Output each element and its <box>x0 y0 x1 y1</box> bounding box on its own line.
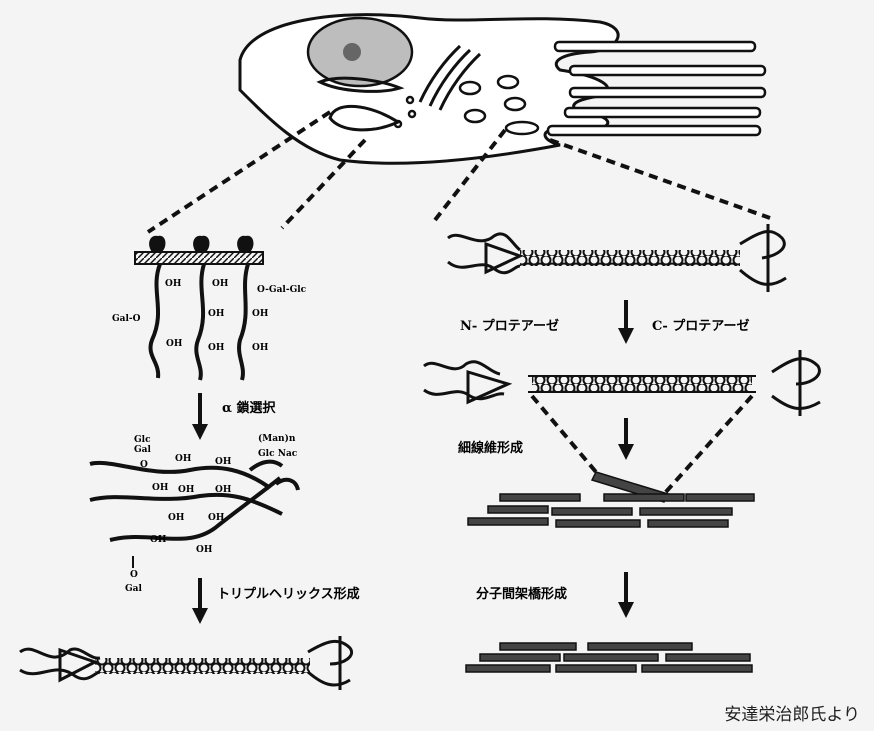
glc-label: Glc <box>134 435 151 445</box>
cell-membrane <box>240 15 618 163</box>
nucleolus <box>343 43 361 61</box>
oh-label: OH <box>196 545 213 555</box>
oh-label: OH <box>165 279 182 289</box>
oh-label: OH <box>208 513 225 523</box>
oh-label: OH <box>150 535 167 545</box>
oh-label: OH <box>252 309 269 319</box>
oh-label: OH <box>175 454 192 464</box>
arrow-fibril <box>618 418 634 460</box>
oh-label: OH <box>208 343 225 353</box>
zoom-lines-fibril <box>532 396 752 494</box>
helix-assembly <box>90 462 298 540</box>
fibril-formation-label: 細線維形成 <box>458 440 523 456</box>
gal-label: Gal <box>134 445 152 455</box>
o-label: O <box>130 570 138 580</box>
oh-label: OH <box>215 485 232 495</box>
step-chain-selection: α 鎖選択 <box>222 400 277 416</box>
cleaved-collagen <box>424 350 820 416</box>
credit-text: 安達栄治郎氏より <box>724 700 860 725</box>
crosslink-label: 分子間架橋形成 <box>476 586 567 602</box>
glcnac-label: Glc Nac <box>258 449 298 459</box>
gal-o-label: Gal-O <box>112 314 141 324</box>
c-protease-label: C- プロテアーゼ <box>652 318 750 334</box>
oh-label: OH <box>208 309 225 319</box>
crosslinked-fibrils <box>466 643 752 672</box>
man-label: (Man)n <box>258 433 296 444</box>
oh-label: OH <box>168 513 185 523</box>
cell <box>240 15 765 163</box>
er-membrane-with-chains <box>135 236 263 380</box>
o-gal-glc-label: O-Gal-Glc <box>257 285 307 295</box>
procollagen-molecule-right <box>448 224 786 292</box>
arrow-triple-helix <box>192 578 208 624</box>
step-triple-helix: トリプルヘリックス形成 <box>217 586 360 602</box>
fibril-stack <box>468 472 754 527</box>
oh-label: OH <box>215 457 232 467</box>
oh-label: OH <box>212 279 229 289</box>
procollagen-molecule-left <box>20 636 352 690</box>
oh-label: OH <box>152 483 169 493</box>
oh-label: OH <box>178 485 195 495</box>
arrow-protease <box>618 300 634 344</box>
o-label: O <box>140 460 148 470</box>
n-protease-label: N- プロテアーゼ <box>460 318 559 334</box>
gal-label: Gal <box>125 584 143 594</box>
arrow-chain-selection <box>192 393 208 440</box>
oh-label: OH <box>166 339 183 349</box>
arrow-crosslink <box>618 572 634 618</box>
oh-label: OH <box>252 343 269 353</box>
